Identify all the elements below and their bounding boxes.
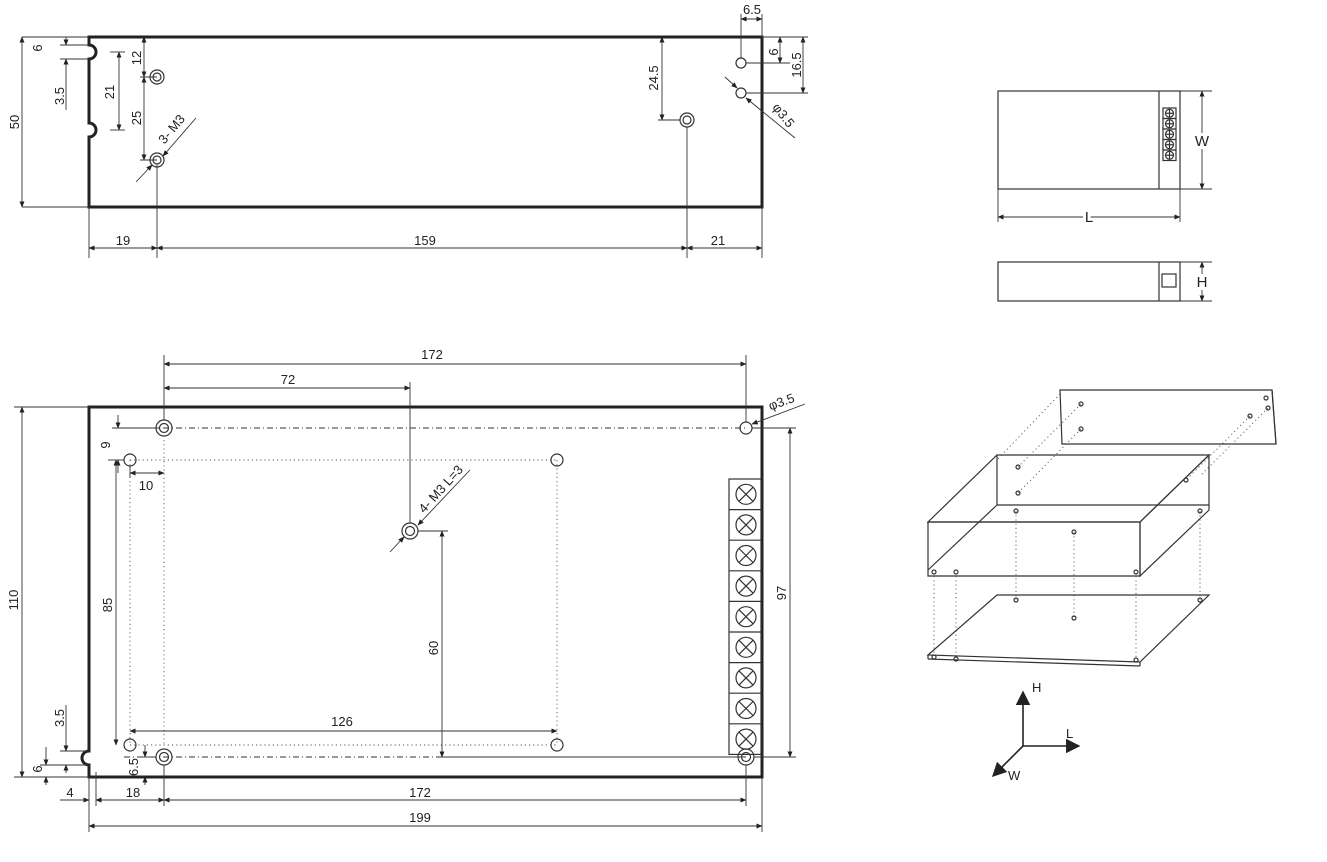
label-h: H (1197, 274, 1208, 291)
dim-85: 85 (100, 598, 115, 612)
dim-172-top: 172 (421, 347, 443, 362)
side-bracket (1059, 389, 1277, 445)
terminal-screw (735, 514, 757, 536)
dim-9: 9 (98, 441, 113, 448)
legend-side-view: H (997, 261, 1212, 302)
terminal-block (728, 478, 762, 755)
dim-199: 199 (409, 810, 431, 825)
label-phi-3-5-top: φ3.5 (769, 100, 797, 130)
dim-25: 25 (129, 111, 144, 125)
base-plate (926, 594, 1211, 667)
dim-19: 19 (116, 233, 130, 248)
dim-6-bottom: 6 (30, 765, 45, 772)
terminal-screw (735, 697, 757, 720)
top-through-hole (735, 87, 747, 99)
terminal-screw (735, 667, 757, 689)
dim-3-5: 3.5 (52, 87, 67, 105)
legend-top-view: W L (997, 90, 1213, 229)
dim-4: 4 (66, 785, 73, 800)
pcb-hole (550, 453, 564, 467)
dim-21-bottom: 21 (711, 233, 725, 248)
chassis-box (926, 453, 1211, 578)
dim-6: 6 (30, 44, 45, 51)
top-view-outline (87, 35, 764, 209)
pcb-hole (550, 738, 564, 752)
dim-159: 159 (414, 233, 436, 248)
bottom-mounting-hole (401, 522, 419, 540)
dim-3-5-bottom: 3.5 (52, 709, 67, 727)
mini-terminal-block (1162, 107, 1177, 162)
dim-172-bottom: 172 (409, 785, 431, 800)
w-axis-arrow (991, 745, 1024, 778)
terminal-screw (735, 606, 757, 628)
terminal-screw (735, 575, 757, 597)
terminal-screw (735, 728, 757, 750)
dim-50: 50 (7, 115, 22, 129)
dim-10: 10 (139, 478, 153, 493)
dim-24-5: 24.5 (646, 65, 661, 90)
top-mounting-hole (679, 112, 695, 128)
dim-97: 97 (774, 586, 789, 600)
label-4-m3: 4- M3 L=3 (415, 462, 466, 516)
bottom-view-outline (80, 405, 764, 779)
dim-6-5: 6.5 (743, 2, 761, 17)
bottom-view: 172 72 φ3.5 9 10 4- M3 L=3 110 85 60 (6, 347, 806, 832)
bottom-through-hole (739, 421, 753, 435)
terminal-screw (735, 544, 757, 567)
axis-label-w: W (1008, 768, 1021, 783)
dim-60: 60 (426, 641, 441, 655)
terminal-screw (735, 636, 757, 658)
mini-terminal (1162, 149, 1177, 162)
label-phi-3-5-bottom: φ3.5 (766, 390, 796, 413)
axis-indicator: H L W (991, 680, 1081, 783)
dim-6-right: 6 (766, 48, 781, 55)
dim-12: 12 (129, 51, 144, 65)
dim-110: 110 (6, 590, 21, 611)
terminal-screw (735, 483, 757, 505)
exploded-view (926, 389, 1277, 667)
dim-18: 18 (126, 785, 140, 800)
label-l: L (1085, 209, 1093, 226)
top-view: 50 6 3.5 21 12 25 3- M3 19 159 21 24.5 (7, 2, 808, 258)
axis-label-l: L (1066, 726, 1073, 741)
axis-label-h: H (1032, 680, 1041, 695)
label-w: W (1195, 133, 1210, 150)
dim-21: 21 (102, 85, 117, 99)
pcb-hole (123, 738, 137, 752)
dim-126: 126 (331, 714, 353, 729)
dim-6-5-bottom: 6.5 (126, 758, 141, 776)
dim-16-5: 16.5 (789, 52, 804, 77)
label-3-m3: 3- M3 (155, 112, 188, 147)
dim-72: 72 (281, 372, 295, 387)
top-through-hole (735, 57, 747, 69)
